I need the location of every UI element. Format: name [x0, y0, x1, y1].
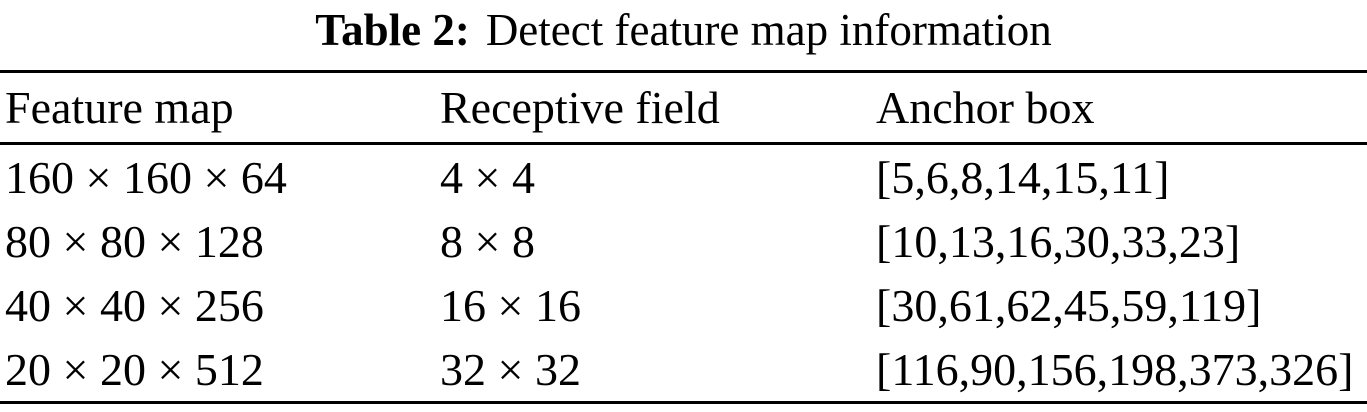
column-header-receptive-field: Receptive field — [440, 82, 720, 133]
anchor-box-value: [10,13,16,30,33,23] — [876, 215, 1241, 267]
receptive-field-value: 32 × 32 — [440, 343, 581, 395]
receptive-field-value: 8 × 8 — [440, 215, 535, 267]
feature-map-value: 20 × 20 × 512 — [5, 343, 264, 395]
feature-map-table: Feature map Receptive field Anchor box 1… — [0, 70, 1367, 404]
table-caption-label: Table 2: — [315, 5, 470, 55]
column-header-feature-map: Feature map — [5, 82, 234, 133]
table-row: 160 × 160 × 64 4 × 4 [5,6,8,14,15,11] — [0, 145, 1367, 209]
feature-map-value: 40 × 40 × 256 — [5, 279, 264, 331]
anchor-box-value: [5,6,8,14,15,11] — [876, 151, 1170, 203]
table-caption: Table 2: Detect feature map information — [0, 0, 1367, 70]
feature-map-value: 80 × 80 × 128 — [5, 215, 264, 267]
table-row: 80 × 80 × 128 8 × 8 [10,13,16,30,33,23] — [0, 209, 1367, 273]
receptive-field-value: 16 × 16 — [440, 279, 581, 331]
receptive-field-value: 4 × 4 — [440, 151, 535, 203]
feature-map-value: 160 × 160 × 64 — [5, 151, 287, 203]
table-row: 20 × 20 × 512 32 × 32 [116,90,156,198,37… — [0, 337, 1367, 401]
table-header-row: Feature map Receptive field Anchor box — [0, 73, 1367, 145]
anchor-box-value: [116,90,156,198,373,326] — [876, 343, 1354, 395]
table-row: 40 × 40 × 256 16 × 16 [30,61,62,45,59,11… — [0, 273, 1367, 337]
table-caption-text: Detect feature map information — [485, 5, 1052, 55]
column-header-anchor-box: Anchor box — [876, 82, 1095, 133]
anchor-box-value: [30,61,62,45,59,119] — [876, 279, 1262, 331]
